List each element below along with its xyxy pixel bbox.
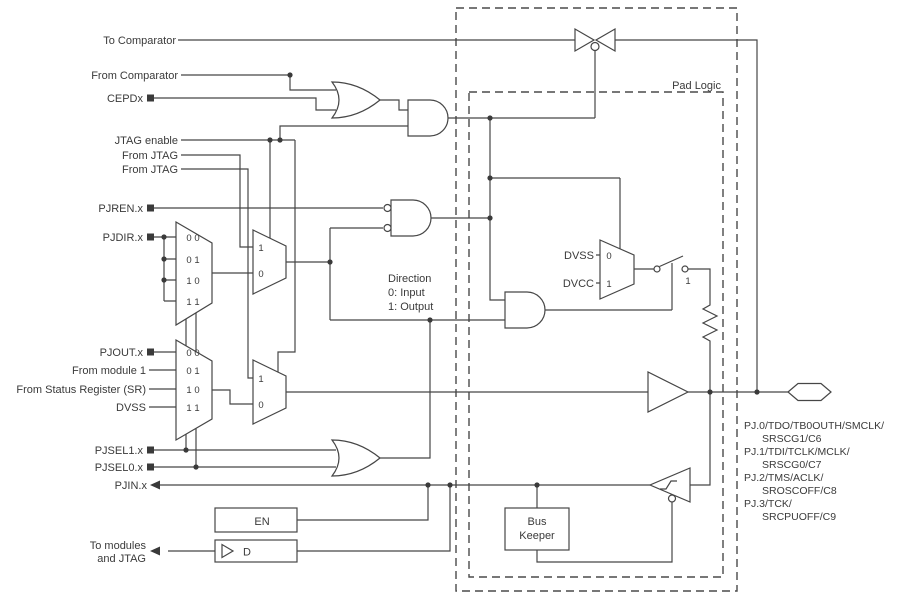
label-to-comparator: To Comparator — [103, 35, 176, 47]
label-from-module: From module 1 — [72, 365, 146, 377]
pjin-arrow — [150, 480, 160, 490]
bus-keeper-label-1: Bus — [528, 516, 547, 528]
d-label: D — [243, 547, 251, 559]
register-bit-squares — [147, 94, 154, 471]
pin-function-list: PJ.0/TDO/TB0OUTH/SMCLK/ SRSCG1/C6 PJ.1/T… — [744, 420, 884, 523]
analog-switch-bowtie — [574, 27, 616, 53]
mux-bit: 1 — [258, 374, 263, 385]
pull-switch: 1 — [653, 255, 691, 287]
mux-small-direction: 1 0 — [252, 229, 287, 295]
mux-bits: 1 1 — [186, 403, 199, 414]
label-from-sr: From Status Register (SR) — [16, 384, 146, 396]
label-dvss-input: DVSS — [116, 402, 146, 414]
mux-bit: 0 — [606, 251, 611, 262]
or-gate-comparator — [330, 81, 381, 119]
enable-bubble — [667, 494, 677, 503]
mux-bits: 0 1 — [186, 255, 199, 266]
mux-bits: 1 0 — [186, 276, 199, 287]
mux-bits: 1 1 — [186, 297, 199, 308]
mux-small-data: 1 0 — [252, 359, 287, 425]
mux-bit: 1 — [606, 279, 611, 290]
label-to-modules-2: and JTAG — [97, 553, 146, 565]
pin-line: SROSCOFF/C8 — [762, 485, 837, 497]
label-jtag-enable: JTAG enable — [115, 135, 178, 147]
dvss-label: DVSS — [564, 250, 594, 262]
pull-resistor — [701, 300, 719, 345]
label-from-jtag-a: From JTAG — [122, 150, 178, 162]
wires — [149, 39, 788, 563]
mux-bits: 0 0 — [186, 348, 199, 359]
or-gate-pjsel — [330, 439, 381, 477]
direction-note-line3: 1: Output — [388, 301, 433, 313]
outer-dashed-boundary — [455, 7, 738, 592]
to-modules-arrow — [150, 546, 160, 556]
label-to-modules-1: To modules — [90, 540, 147, 552]
pin-line: PJ.1/TDI/TCLK/MCLK/ — [744, 446, 850, 458]
mux-bit: 1 — [258, 243, 263, 254]
io-pad — [787, 382, 832, 402]
en-label: EN — [254, 516, 269, 528]
mux-bits: 0 1 — [186, 366, 199, 377]
label-from-jtag-b: From JTAG — [122, 164, 178, 176]
clock-triangle-icon — [221, 543, 235, 559]
pin-line: PJ.2/TMS/ACLK/ — [744, 472, 823, 484]
switch-control-bubble — [590, 41, 600, 52]
switch-position-label: 1 — [685, 276, 690, 287]
pad-logic-dashed-box — [468, 91, 724, 578]
input-bubble — [383, 223, 392, 233]
pin-line: PJ.0/TDO/TB0OUTH/SMCLK/ — [744, 420, 884, 432]
pin-line: SRCPUOFF/C9 — [762, 511, 836, 523]
junction-dots — [161, 72, 760, 488]
mux-bits: 1 0 — [186, 385, 199, 396]
label-pjsel1: PJSEL1.x — [95, 445, 144, 457]
output-buffer — [647, 371, 690, 413]
label-pjout: PJOUT.x — [100, 347, 144, 359]
hysteresis-symbol — [660, 480, 677, 490]
mux-bits: 0 0 — [186, 233, 199, 244]
signal-labels: To Comparator From Comparator CEPDx JTAG… — [16, 35, 178, 565]
input-bubble — [383, 203, 392, 213]
label-from-comparator: From Comparator — [91, 70, 178, 82]
dvcc-label: DVCC — [563, 278, 594, 290]
label-pjdir: PJDIR.x — [103, 232, 144, 244]
bus-keeper: Bus Keeper — [504, 507, 570, 551]
label-pjsel0: PJSEL0.x — [95, 462, 144, 474]
mux-direction: 0 0 0 1 1 0 1 1 — [175, 220, 213, 327]
mux-pull-select: 0 1 — [599, 239, 635, 300]
pin-line: SRSCG0/C7 — [762, 459, 822, 471]
label-pjren: PJREN.x — [98, 203, 143, 215]
direction-note-line2: 0: Input — [388, 287, 425, 299]
mux-bit: 0 — [258, 269, 263, 280]
pin-line: SRSCG1/C6 — [762, 433, 822, 445]
and-gate-comparator-enable — [407, 99, 449, 137]
input-schmitt-trigger — [648, 467, 691, 503]
pad-logic-title: Pad Logic — [672, 80, 721, 92]
input-latch: EN D — [214, 507, 298, 563]
pin-line: PJ.3/TCK/ — [744, 498, 792, 510]
direction-note-line1: Direction — [388, 273, 431, 285]
label-cepdx: CEPDx — [107, 93, 144, 105]
mux-bit: 0 — [258, 400, 263, 411]
bus-keeper-label-2: Keeper — [519, 530, 555, 542]
mux-output-data: 0 0 0 1 1 0 1 1 — [175, 338, 213, 442]
nand-gate-pull-enable — [383, 199, 432, 237]
direction-note: Direction 0: Input 1: Output — [388, 273, 433, 313]
label-pjin: PJIN.x — [115, 480, 148, 492]
and-gate-resistor-enable — [504, 291, 546, 329]
